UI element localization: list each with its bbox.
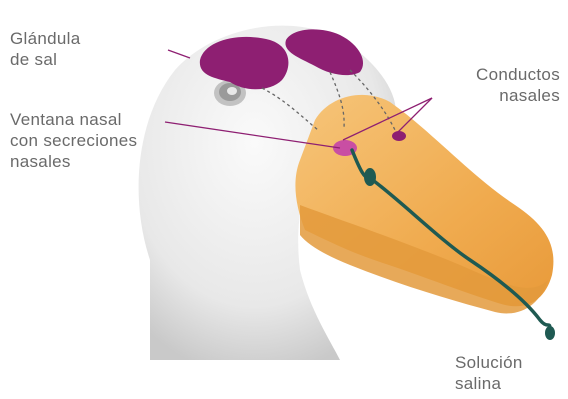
nasal-ducts-label-line2: nasales [476, 85, 560, 106]
nostril-label: Ventana nasal con secreciones nasales [10, 109, 137, 172]
nasal-ducts-label-line1: Conductos [476, 64, 560, 85]
nostril-label-line1: Ventana nasal [10, 109, 137, 130]
salt-gland-label: Glándula de sal [10, 28, 80, 70]
nasal-ducts-label: Conductos nasales [476, 64, 560, 106]
nostril-right [392, 131, 406, 141]
nostril-label-line2: con secreciones [10, 130, 137, 151]
saline-solution-label-line2: salina [455, 373, 523, 394]
saline-solution-label: Solución salina [455, 352, 523, 394]
saline-solution-label-line1: Solución [455, 352, 523, 373]
salt-gland-label-line2: de sal [10, 49, 80, 70]
nostril-label-line3: nasales [10, 151, 137, 172]
salt-gland-label-line1: Glándula [10, 28, 80, 49]
